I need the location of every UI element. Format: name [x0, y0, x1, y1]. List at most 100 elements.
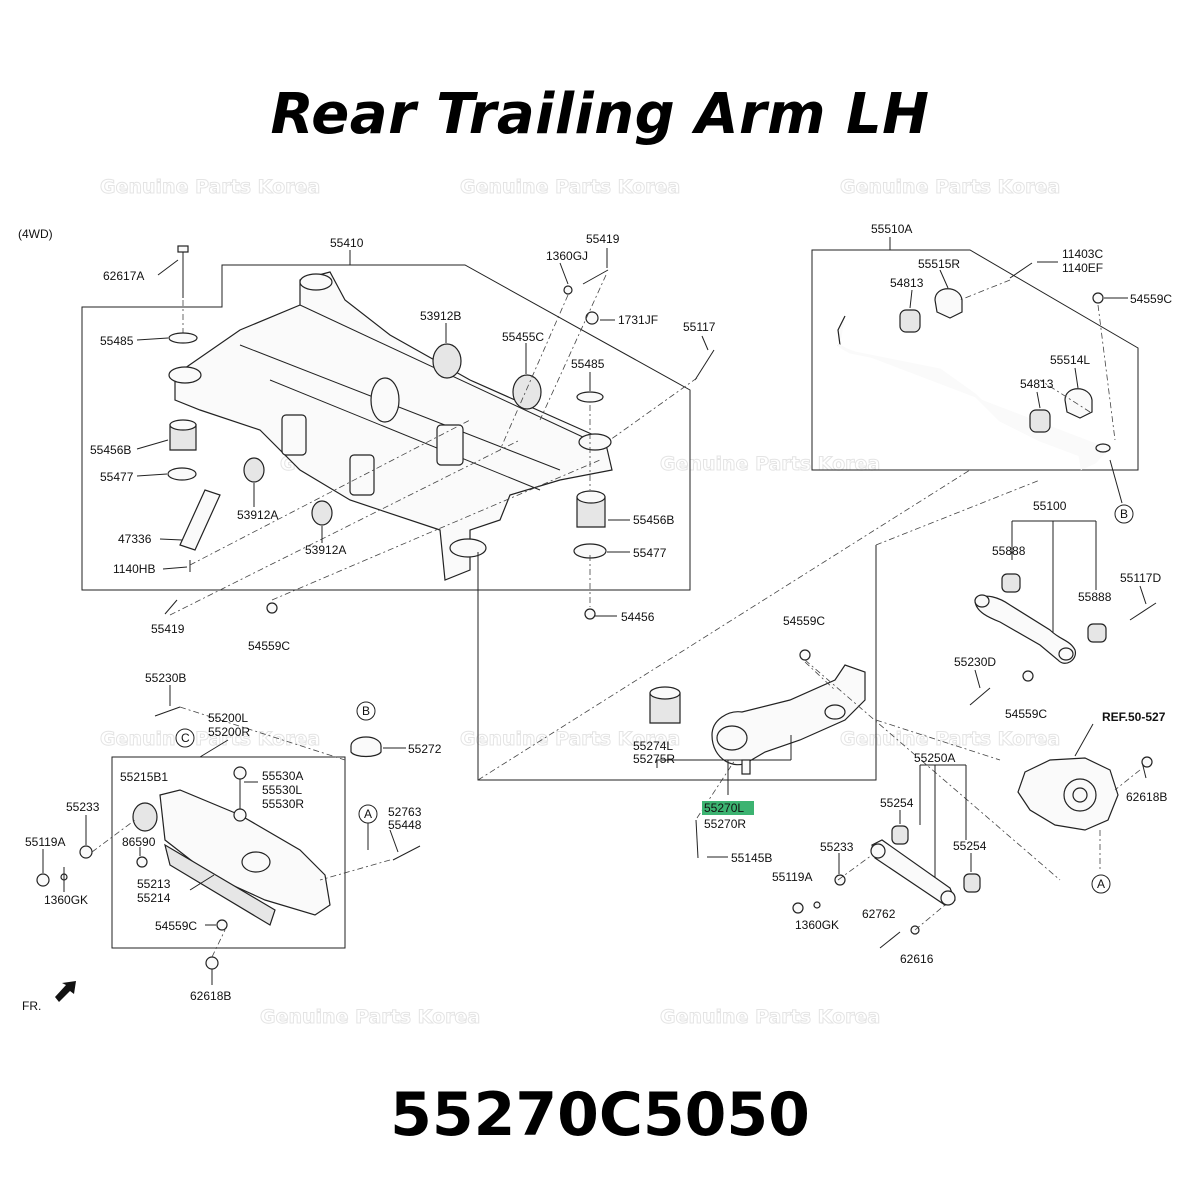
ref-circle-b-lower	[356, 701, 376, 721]
label-54456: 54456	[621, 610, 655, 624]
label-55485-right: 55485	[571, 357, 605, 371]
lower-arm-group: B C A 55230B 55200L 55200R 55272 55215B1…	[25, 671, 442, 1003]
watermark-8: Genuine Parts Korea	[840, 728, 1060, 750]
bracket-55514L-icon	[1064, 388, 1093, 419]
nut-55119A-left-icon	[36, 873, 50, 887]
label-55514L: 55514L	[1050, 353, 1090, 367]
bushing-mount-front-left-icon	[168, 366, 202, 384]
label-55530A: 55530A	[262, 769, 303, 783]
label-1360GK-left: 1360GK	[44, 893, 88, 907]
label-55477-right: 55477	[633, 546, 667, 560]
label-1360GJ: 1360GJ	[546, 249, 588, 263]
label-55215B1: 55215B1	[120, 770, 168, 784]
watermark-3: Genuine Parts Korea	[840, 176, 1060, 198]
crossmember-group: 62617A 55410 1360GJ 55419 1731JF 55117 5…	[81, 232, 716, 653]
label-1140EF: 1140EF	[1062, 261, 1103, 275]
diagram-title: Rear Trailing Arm LH	[270, 82, 930, 147]
label-62617A: 62617A	[103, 269, 144, 283]
label-55213: 55213	[137, 877, 171, 891]
trailing-arm-55270L-icon	[711, 664, 866, 766]
label-55117D: 55117D	[1120, 571, 1161, 585]
stabilizer-frame	[811, 249, 1139, 471]
label-55270L: 55270L	[704, 801, 744, 815]
label-55270R: 55270R	[704, 817, 746, 831]
ref-circle-a-right	[1091, 874, 1111, 894]
label-ref-b-upper: B	[1120, 507, 1128, 521]
bolt-62617A-icon	[177, 245, 189, 253]
label-55448: 55448	[388, 818, 422, 832]
bushing-55254-upper-icon	[891, 825, 909, 845]
label-53912B: 53912B	[420, 309, 461, 323]
bolt-55230D-icon	[969, 687, 991, 706]
label-55145B: 55145B	[731, 851, 772, 865]
label-55485-left: 55485	[100, 334, 134, 348]
label-62616: 62616	[900, 952, 934, 966]
label-55530R: 55530R	[262, 797, 304, 811]
label-55477-left: 55477	[100, 470, 134, 484]
lower-arm-reinforcement-icon	[164, 843, 276, 926]
bushing-55888-upper-icon	[1001, 573, 1021, 593]
knuckle-group: A REF.50-527 62618B	[1017, 710, 1167, 894]
label-55419-bottom: 55419	[151, 622, 185, 636]
cup-55477-left-icon	[167, 467, 197, 481]
bushing-53912A-lower-icon	[311, 500, 333, 526]
bolt-55117-icon	[694, 349, 715, 381]
label-ref-b-lower: B	[362, 704, 370, 718]
label-54559C-crossmember: 54559C	[248, 639, 290, 653]
nut-54559C-stabilizer-icon	[1092, 292, 1104, 304]
washer-55485-left-icon	[168, 332, 198, 344]
label-1140HB: 1140HB	[113, 562, 155, 576]
label-55888-lower: 55888	[1078, 590, 1112, 604]
label-55510A: 55510A	[871, 222, 912, 236]
bolt-55419-top-icon	[582, 269, 609, 285]
label-55200R: 55200R	[208, 725, 250, 739]
label-55456B-right: 55456B	[633, 513, 674, 527]
center-hole-icon	[370, 377, 400, 423]
nut-54559C-left-icon	[266, 602, 278, 614]
label-55100: 55100	[1033, 499, 1067, 513]
label-54813-top: 54813	[890, 276, 924, 290]
watermark-1: Genuine Parts Korea	[100, 176, 320, 198]
bolt-55145B-icon	[695, 819, 699, 859]
bracket-55515R-icon	[934, 288, 963, 319]
label-55530L: 55530L	[262, 783, 302, 797]
label-55230B: 55230B	[145, 671, 186, 685]
label-55200L: 55200L	[208, 711, 248, 725]
label-55117: 55117	[683, 320, 716, 334]
clip-1731JF-icon	[585, 311, 599, 325]
bolt-62762-icon	[879, 931, 901, 949]
label-55230D: 55230D	[954, 655, 996, 669]
crossmember-body-icon	[174, 271, 613, 581]
label-55275R: 55275R	[633, 752, 675, 766]
bushing-mount-front-right-icon	[449, 538, 487, 558]
bracket-3-icon	[436, 424, 464, 466]
washer-1360GK-right-icon	[813, 901, 821, 909]
label-55419-top: 55419	[586, 232, 620, 246]
variant-note: (4WD)	[18, 227, 53, 241]
washer-55485-right-icon	[576, 391, 604, 403]
label-ref-c: C	[181, 731, 190, 745]
upper-arm-55100-icon	[974, 595, 1077, 664]
stabilizer-bar-group: 55510A 55515R 11403C 1140EF 54813 54559C…	[811, 222, 1172, 524]
bushing-55888-lower-icon	[1087, 623, 1107, 643]
bushing-55455C-icon	[512, 374, 542, 410]
nut-54456-icon	[584, 608, 596, 620]
label-47336: 47336	[118, 532, 152, 546]
front-arrow-icon	[55, 981, 76, 1002]
bolt-52763-icon	[392, 845, 421, 861]
watermark-6: Genuine Parts Korea	[100, 728, 320, 750]
label-55456B-left: 55456B	[90, 443, 131, 457]
bushing-55215B1-icon	[132, 802, 158, 832]
nut-54559C-lower-arm-icon	[216, 919, 228, 931]
label-55254-lower: 55254	[953, 839, 987, 853]
label-ref-50-527: REF.50-527	[1102, 710, 1166, 724]
label-55250A: 55250A	[914, 751, 955, 765]
label-55455C: 55455C	[502, 330, 544, 344]
watermark-2: Genuine Parts Korea	[460, 176, 680, 198]
bushing-54813-bottom-icon	[1029, 409, 1051, 433]
bolt-55230B-icon	[154, 706, 181, 717]
label-53912A-lower: 53912A	[305, 543, 346, 557]
crossmember-frame	[81, 264, 691, 591]
nut-54559C-trailing-arm-icon	[799, 649, 811, 661]
nut-55119A-right-icon	[792, 902, 804, 914]
